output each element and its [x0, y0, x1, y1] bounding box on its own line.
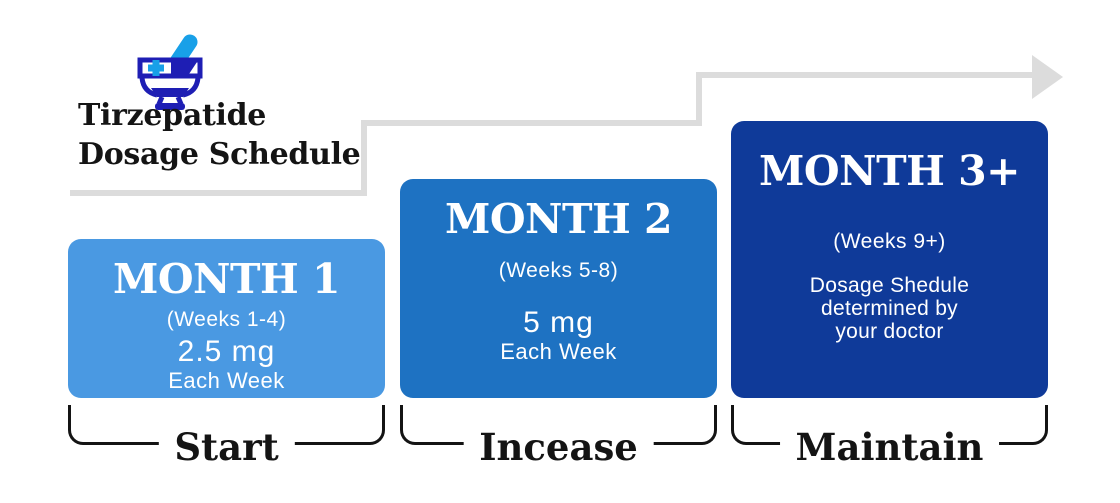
- month-2-dose: 5 mg: [523, 306, 594, 339]
- stage-label-start: Start: [158, 424, 295, 470]
- month-3-note: Dosage Shedule determined by your doctor: [731, 274, 1048, 343]
- month-2-frequency: Each Week: [500, 339, 617, 364]
- bracket-start: Start: [68, 405, 385, 470]
- mortar-and-pestle-icon: [137, 34, 203, 110]
- arrowhead-icon: [1032, 55, 1063, 99]
- bracket-increase: Incease: [400, 405, 717, 470]
- stage-label-increase: Incease: [463, 424, 654, 470]
- month-1-frequency: Each Week: [168, 368, 285, 393]
- month-2-heading: MONTH 2: [444, 195, 673, 243]
- title-line-1: Tirzepatide: [78, 98, 267, 133]
- month-2-weeks: (Weeks 5-8): [498, 259, 619, 282]
- month-1-dose: 2.5 mg: [177, 335, 276, 368]
- month-3-heading: MONTH 3+: [759, 147, 1020, 195]
- month-3-note-line-3: your doctor: [835, 320, 944, 343]
- bracket-maintain: Maintain: [731, 405, 1048, 470]
- month-3-weeks: (Weeks 9+): [833, 230, 946, 253]
- card-month-1: MONTH 1 (Weeks 1-4) 2.5 mg Each Week: [68, 239, 385, 398]
- month-1-weeks: (Weeks 1-4): [166, 308, 287, 331]
- month-1-heading: MONTH 1: [112, 255, 341, 303]
- stage-label-maintain: Maintain: [779, 424, 1000, 470]
- month-3-note-line-2: determined by: [821, 297, 958, 320]
- title-line-2: Dosage Schedule: [78, 137, 361, 172]
- card-month-3-plus: MONTH 3+ (Weeks 9+) Dosage Shedule deter…: [731, 121, 1048, 398]
- card-month-2: MONTH 2 (Weeks 5-8) 5 mg Each Week: [400, 179, 717, 398]
- month-3-note-line-1: Dosage Shedule: [809, 274, 970, 297]
- page-title: Tirzepatide Dosage Schedule: [78, 96, 361, 174]
